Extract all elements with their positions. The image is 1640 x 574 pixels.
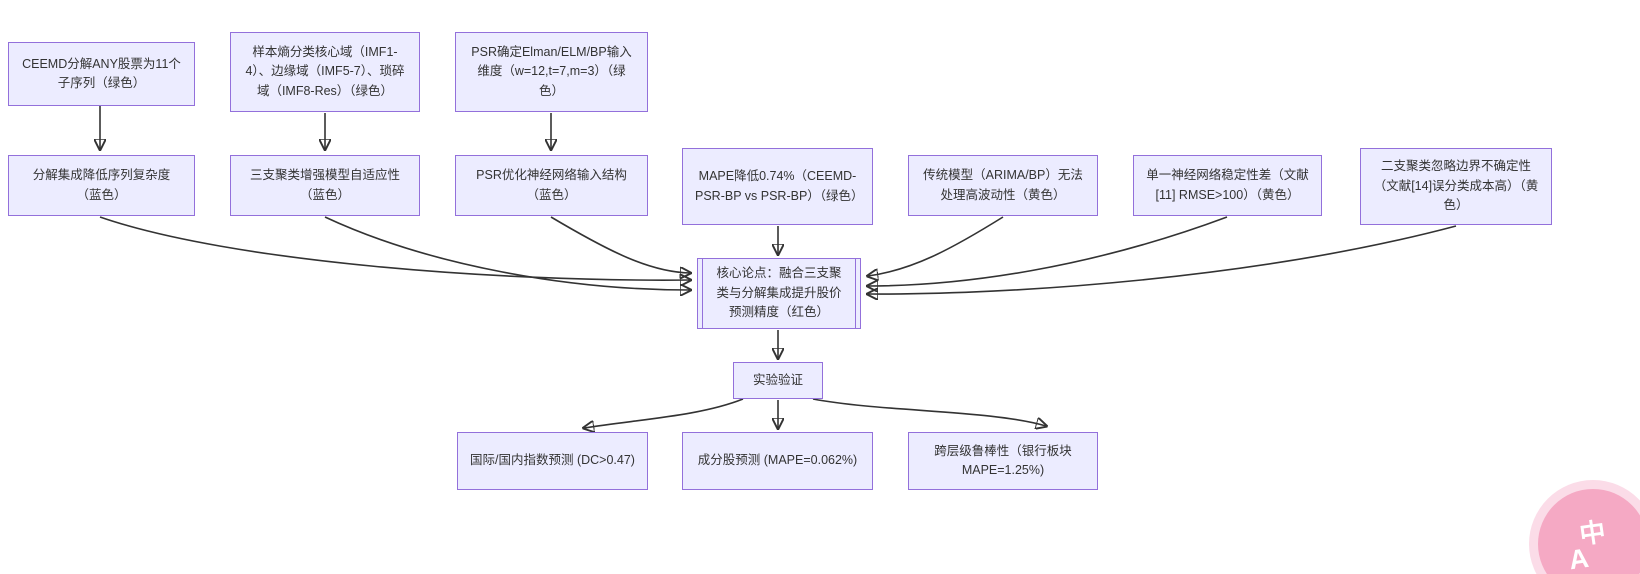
node-label: 传统模型（ARIMA/BP）无法处理高波动性（黄色） bbox=[923, 168, 1083, 202]
translate-float-button[interactable]: 中 A bbox=[1538, 489, 1640, 574]
node-core-thesis-inner: 核心论点：融合三支聚类与分解集成提升股价预测精度（红色） bbox=[702, 259, 856, 328]
node-traditional-model-limitation: 传统模型（ARIMA/BP）无法处理高波动性（黄色） bbox=[908, 155, 1098, 216]
node-two-way-clustering-limitation: 二支聚类忽略边界不确定性（文献[14]误分类成本高）（黄色） bbox=[1360, 148, 1552, 225]
node-label: 核心论点：融合三支聚类与分解集成提升股价预测精度（红色） bbox=[716, 266, 842, 320]
edge-d-to-k bbox=[99, 216, 690, 280]
node-decomposition-reduces-complexity: 分解集成降低序列复杂度（蓝色） bbox=[8, 155, 195, 216]
edge-e-to-k bbox=[324, 216, 690, 290]
translate-icon: 中 A bbox=[1567, 516, 1608, 574]
node-mape-reduction: MAPE降低0.74%（CEEMD-PSR-BP vs PSR-BP）（绿色） bbox=[682, 148, 873, 225]
node-constituent-stock-prediction: 成分股预测 (MAPE=0.062%) bbox=[682, 432, 873, 490]
node-label: 二支聚类忽略边界不确定性（文献[14]误分类成本高）（黄色） bbox=[1373, 159, 1539, 213]
node-label: 三支聚类增强模型自适应性（蓝色） bbox=[249, 168, 400, 202]
node-label: 跨层级鲁棒性（银行板块 MAPE=1.25%) bbox=[934, 443, 1072, 477]
node-index-prediction: 国际/国内指数预测 (DC>0.47) bbox=[457, 432, 648, 490]
node-psr-optimizes-input-structure: PSR优化神经网络输入结构（蓝色） bbox=[455, 155, 648, 216]
node-psr-input-dimension: PSR确定Elman/ELM/BP输入维度（w=12,t=7,m=3）（绿色） bbox=[455, 32, 648, 112]
node-label: 单一神经网络稳定性差（文献[11] RMSE>100）（黄色） bbox=[1146, 168, 1309, 202]
edge-l-to-m bbox=[584, 398, 744, 428]
edge-l-to-o bbox=[812, 398, 1046, 426]
node-cross-level-robustness: 跨层级鲁棒性（银行板块 MAPE=1.25%) bbox=[908, 432, 1098, 490]
node-label: CEEMD分解ANY股票为11个子序列（绿色） bbox=[22, 56, 181, 90]
node-three-way-clustering-adaptivity: 三支聚类增强模型自适应性（蓝色） bbox=[230, 155, 420, 216]
node-label: 分解集成降低序列复杂度（蓝色） bbox=[32, 168, 171, 202]
node-label: 成分股预测 (MAPE=0.062%) bbox=[697, 453, 858, 468]
node-sample-entropy-classification: 样本熵分类核心域（IMF1-4）、边缘域（IMF5-7）、琐碎域（IMF8-Re… bbox=[230, 32, 420, 112]
node-label: PSR优化神经网络输入结构（蓝色） bbox=[476, 168, 627, 202]
node-ceemd-decomposition: CEEMD分解ANY股票为11个子序列（绿色） bbox=[8, 42, 195, 106]
node-label: PSR确定Elman/ELM/BP输入维度（w=12,t=7,m=3）（绿色） bbox=[471, 44, 632, 98]
node-single-nn-instability: 单一神经网络稳定性差（文献[11] RMSE>100）（黄色） bbox=[1133, 155, 1322, 216]
node-experiment-validation: 实验验证 bbox=[733, 362, 823, 399]
node-label: 实验验证 bbox=[752, 372, 803, 387]
node-label: 国际/国内指数预测 (DC>0.47) bbox=[470, 453, 635, 468]
edge-j-to-k bbox=[868, 225, 1457, 294]
node-core-thesis: 核心论点：融合三支聚类与分解集成提升股价预测精度（红色） bbox=[697, 258, 861, 329]
edge-f-to-k bbox=[550, 216, 690, 273]
edge-i-to-k bbox=[868, 216, 1228, 286]
node-label: MAPE降低0.74%（CEEMD-PSR-BP vs PSR-BP）（绿色） bbox=[695, 169, 864, 203]
edge-h-to-k bbox=[868, 216, 1004, 276]
node-label: 样本熵分类核心域（IMF1-4）、边缘域（IMF5-7）、琐碎域（IMF8-Re… bbox=[245, 44, 405, 98]
